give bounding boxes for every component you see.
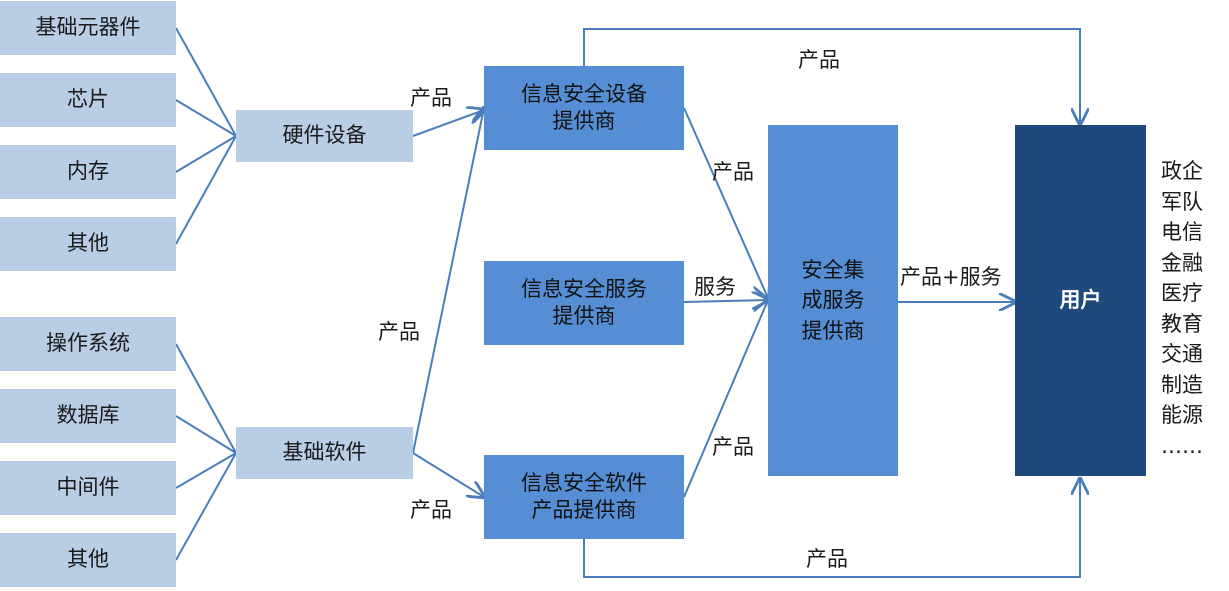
label-software-to-integrator: 产品 [712,435,754,459]
label-sw-to-device: 产品 [378,320,420,344]
user-sector: 交通 [1161,342,1203,366]
label-device-to-integrator: 产品 [712,160,754,184]
label-device-to-user-top: 产品 [798,48,840,72]
user-sector: 政企 [1161,159,1203,183]
edge-hw-src-1 [175,27,237,137]
source-sw-os: 操作系统 [0,317,176,371]
edge-sw-to-device [412,108,484,454]
edge-device-to-integrator [683,107,768,298]
user-sector: 金融 [1161,250,1203,275]
device-provider-box: 信息安全设备 提供商 [484,66,684,150]
source-hw-chip: 芯片 [0,73,176,127]
edge-sw-src-2 [175,415,237,454]
edge-sw-to-software [412,452,484,497]
edge-hw-to-device [412,110,484,137]
source-sw-database: 数据库 [0,389,176,443]
user-sector: 制造 [1161,372,1203,397]
user-sector: 军队 [1161,189,1203,214]
edge-hw-src-2 [175,99,237,137]
label-integrator-to-user: 产品+服务 [900,265,1002,289]
integrator-box: 安全集 成服务 提供商 [768,125,898,476]
edge-sw-src-3 [175,452,237,489]
edge-device-to-user-top [583,28,1080,124]
user-sector: 电信 [1161,220,1203,244]
label-sw-to-software: 产品 [410,498,452,522]
edge-software-to-user-bottom [583,479,1080,578]
source-hw-components: 基础元器件 [0,1,176,55]
user-sector: 医疗 [1161,281,1203,305]
edge-sw-src-4 [175,452,237,561]
edge-hw-src-3 [175,135,237,173]
label-software-to-user-bottom: 产品 [806,547,848,571]
user-sector: …… [1161,433,1203,458]
source-sw-other: 其他 [0,533,176,587]
source-hw-memory: 内存 [0,145,176,199]
hardware-box: 硬件设备 [236,110,413,162]
user-box: 用户 [1015,125,1146,476]
edge-software-to-integrator [683,300,768,498]
software-box: 基础软件 [236,427,413,479]
edge-hw-src-4 [175,135,237,245]
source-hw-other: 其他 [0,217,176,271]
service-provider-box: 信息安全服务 提供商 [484,261,684,345]
user-sector: 能源 [1161,403,1203,427]
user-sector: 教育 [1161,311,1203,336]
edge-sw-src-1 [175,343,237,454]
label-hw-to-device: 产品 [410,86,452,110]
user-sector-list: 政企 军队 电信 金融 医疗 教育 交通 制造 能源 …… [1161,156,1217,461]
software-provider-box: 信息安全软件 产品提供商 [484,455,684,539]
label-service-to-integrator: 服务 [694,275,736,299]
source-sw-middleware: 中间件 [0,461,176,515]
